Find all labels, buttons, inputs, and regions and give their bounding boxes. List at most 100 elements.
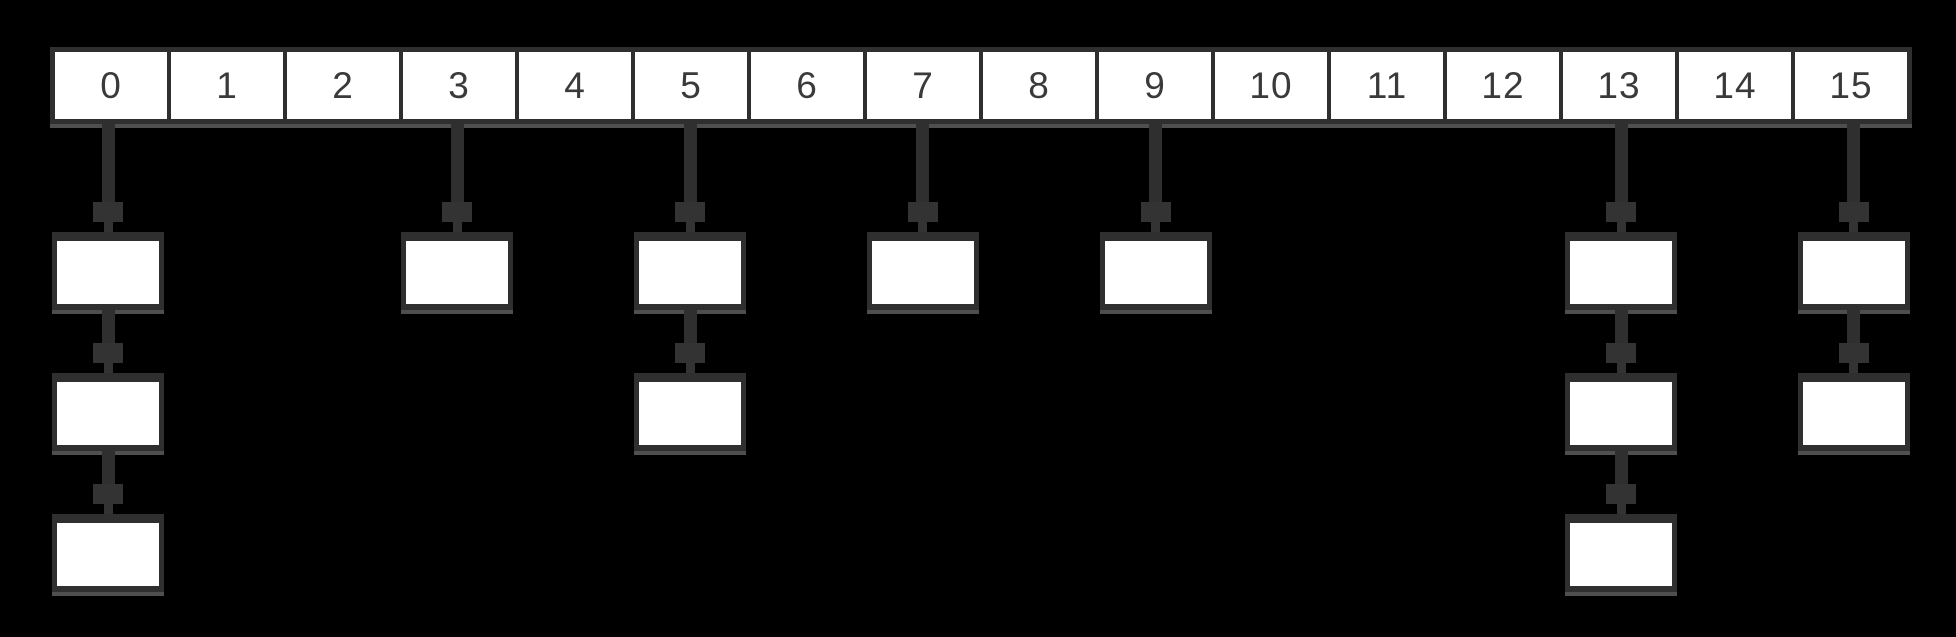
list-node: [1565, 514, 1678, 592]
list-node: [634, 232, 747, 310]
bucket-cell-3: 3: [399, 52, 515, 119]
bucket-label: 1: [216, 65, 238, 106]
down-arrowhead-icon: [1140, 202, 1171, 222]
arrow-connector: [1838, 310, 1869, 373]
bucket-label: 15: [1829, 65, 1873, 106]
down-arrow-tip: [685, 363, 695, 373]
arrow-connector: [93, 310, 124, 373]
chain-bucket-13: [1565, 124, 1678, 592]
chain-bucket-0: [52, 124, 165, 592]
bucket-cell-11: 11: [1327, 52, 1443, 119]
bucket-cell-9: 9: [1095, 52, 1211, 119]
bucket-label: 5: [680, 65, 702, 106]
arrow-connector: [1140, 124, 1171, 232]
arrow-line: [450, 124, 464, 202]
down-arrowhead-icon: [675, 202, 706, 222]
arrow-line: [683, 124, 697, 202]
list-node: [866, 232, 979, 310]
down-arrow-tip: [918, 222, 928, 232]
bucket-cell-8: 8: [979, 52, 1095, 119]
down-arrowhead-icon: [1838, 202, 1869, 222]
bucket-label: 4: [564, 65, 586, 106]
chain-bucket-3: [401, 124, 514, 310]
arrow-line: [916, 124, 930, 202]
down-arrow-tip: [1616, 222, 1626, 232]
arrow-connector: [93, 451, 124, 514]
bucket-label: 14: [1713, 65, 1757, 106]
chain-bucket-15: [1797, 124, 1910, 451]
down-arrowhead-icon: [93, 343, 124, 363]
list-node: [1565, 373, 1678, 451]
bucket-label: 10: [1249, 65, 1293, 106]
down-arrow-tip: [103, 222, 113, 232]
arrow-line: [101, 451, 115, 484]
down-arrowhead-icon: [1606, 484, 1637, 504]
list-node: [1099, 232, 1212, 310]
bucket-cell-1: 1: [167, 52, 283, 119]
bucket-label: 0: [100, 65, 122, 106]
bucket-cell-4: 4: [515, 52, 631, 119]
bucket-cell-2: 2: [283, 52, 399, 119]
down-arrowhead-icon: [93, 484, 124, 504]
chain-bucket-5: [634, 124, 747, 451]
list-node: [1565, 232, 1678, 310]
chain-bucket-9: [1099, 124, 1212, 310]
arrow-connector: [675, 124, 706, 232]
arrow-connector: [442, 124, 473, 232]
down-arrow-tip: [1849, 363, 1859, 373]
arrow-line: [1614, 124, 1628, 202]
bucket-label: 11: [1366, 65, 1408, 106]
down-arrow-tip: [1616, 363, 1626, 373]
bucket-cell-5: 5: [631, 52, 747, 119]
down-arrowhead-icon: [675, 343, 706, 363]
down-arrowhead-icon: [442, 202, 473, 222]
down-arrowhead-icon: [93, 202, 124, 222]
arrow-line: [1149, 124, 1163, 202]
bucket-label: 13: [1597, 65, 1641, 106]
bucket-label: 2: [332, 65, 354, 106]
bucket-cell-6: 6: [747, 52, 863, 119]
arrow-line: [101, 310, 115, 343]
down-arrowhead-icon: [1606, 202, 1637, 222]
arrow-connector: [907, 124, 938, 232]
arrow-line: [1614, 451, 1628, 484]
down-arrow-tip: [1616, 504, 1626, 514]
list-node: [1797, 373, 1910, 451]
bucket-cell-14: 14: [1675, 52, 1791, 119]
chain-bucket-7: [866, 124, 979, 310]
arrow-connector: [1606, 124, 1637, 232]
arrow-connector: [1606, 451, 1637, 514]
list-node: [52, 373, 165, 451]
bucket-cell-7: 7: [863, 52, 979, 119]
bucket-label: 9: [1144, 65, 1166, 106]
bucket-cell-10: 10: [1211, 52, 1327, 119]
down-arrow-tip: [1151, 222, 1161, 232]
down-arrowhead-icon: [907, 202, 938, 222]
down-arrow-tip: [1849, 222, 1859, 232]
bucket-cell-12: 12: [1443, 52, 1559, 119]
bucket-label: 7: [912, 65, 934, 106]
down-arrow-tip: [103, 363, 113, 373]
arrow-line: [1847, 310, 1861, 343]
list-node: [634, 373, 747, 451]
bucket-label: 8: [1028, 65, 1050, 106]
list-node: [52, 232, 165, 310]
arrow-line: [101, 124, 115, 202]
down-arrowhead-icon: [1838, 343, 1869, 363]
arrow-connector: [675, 310, 706, 373]
bucket-label: 6: [796, 65, 818, 106]
list-node: [1797, 232, 1910, 310]
down-arrow-tip: [685, 222, 695, 232]
down-arrow-tip: [452, 222, 462, 232]
arrow-connector: [1838, 124, 1869, 232]
down-arrowhead-icon: [1606, 343, 1637, 363]
bucket-cell-0: 0: [55, 52, 167, 119]
bucket-cell-15: 15: [1791, 52, 1907, 119]
list-node: [52, 514, 165, 592]
bucket-label: 3: [448, 65, 470, 106]
bucket-cell-13: 13: [1559, 52, 1675, 119]
arrow-line: [1614, 310, 1628, 343]
arrow-line: [683, 310, 697, 343]
